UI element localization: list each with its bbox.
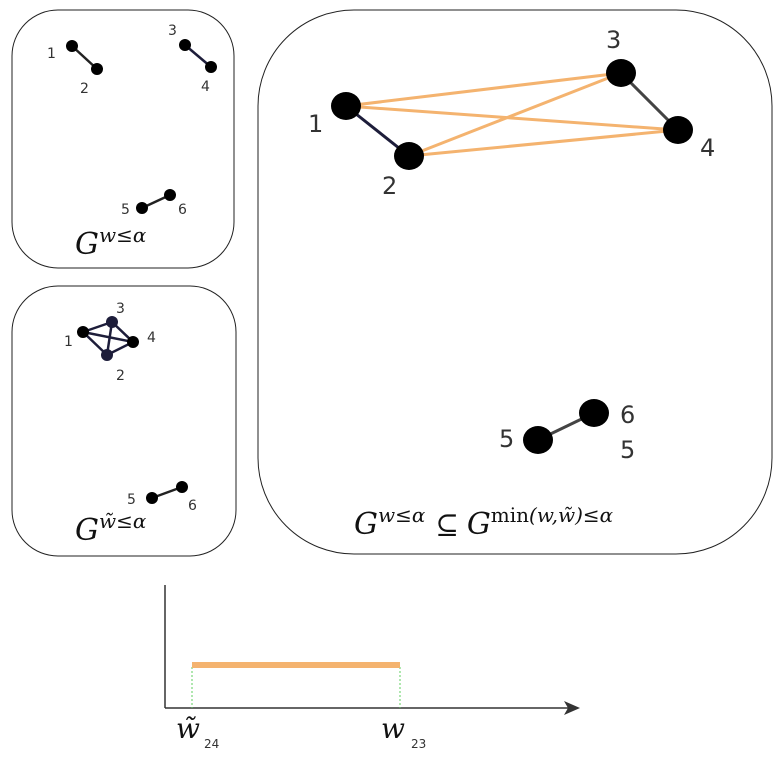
- node-3: [106, 316, 118, 328]
- x-axis-arrowhead: [564, 701, 580, 715]
- tick-left-main: w̃: [176, 712, 200, 745]
- subset-symbol: ⊆: [435, 508, 458, 541]
- weight-axis: w̃ 24 w 23: [164, 585, 580, 751]
- node-label-4: 4: [700, 134, 715, 162]
- node-label-6: 6: [188, 498, 197, 514]
- node-6: [579, 399, 609, 427]
- panel-bottom-left-formula: Gw̃≤α: [75, 509, 147, 548]
- tick-left-sub: 24: [204, 737, 219, 751]
- node-2: [101, 349, 113, 361]
- panel-right: 1 2 3 4 5 6 5 Gw≤α ⊆ Gmin(w,w̃)≤α: [257, 9, 773, 555]
- tick-right-sub: 23: [411, 737, 426, 751]
- formula-superscript: w̃≤α: [99, 509, 147, 533]
- formula-left-superscript: w≤α: [378, 503, 426, 527]
- tick-right-main: w: [381, 712, 405, 745]
- node-label-4: 4: [147, 330, 156, 346]
- node-label-6: 6: [178, 202, 187, 218]
- node-label-5: 5: [127, 492, 136, 508]
- formula-superscript: w≤α: [99, 223, 147, 247]
- tick-label-left: w̃ 24: [176, 712, 219, 751]
- node-label-1: 1: [47, 46, 56, 62]
- node-label-6b: 5: [620, 436, 635, 464]
- node-label-6: 6: [620, 401, 635, 429]
- formula-G: G: [75, 227, 99, 262]
- node-5: [146, 492, 158, 504]
- node-label-4: 4: [201, 79, 210, 95]
- node-label-5: 5: [499, 425, 514, 453]
- node-3: [179, 39, 191, 51]
- node-6: [164, 189, 176, 201]
- node-5: [523, 426, 553, 454]
- node-3: [606, 59, 636, 87]
- formula-G: G: [75, 513, 99, 548]
- panel-bottom-left: 1 2 3 4 5 6 Gw̃≤α: [11, 285, 237, 557]
- panel-top-left-formula: Gw≤α: [75, 223, 147, 262]
- node-label-3: 3: [606, 26, 621, 54]
- formula-right-min: min: [491, 503, 529, 527]
- panel-right-frame: [257, 9, 773, 555]
- formula-right-superscript: (w,w̃)≤α: [529, 503, 614, 527]
- formula-right-G: G: [467, 507, 491, 542]
- node-2: [394, 142, 424, 170]
- node-4: [663, 116, 693, 144]
- node-4: [127, 336, 139, 348]
- node-2: [91, 63, 103, 75]
- node-1: [331, 92, 361, 120]
- node-label-3: 3: [116, 301, 125, 317]
- panel-bottom-left-frame: [11, 285, 237, 557]
- node-1: [66, 40, 78, 52]
- node-label-2: 2: [382, 172, 397, 200]
- node-label-5: 5: [121, 202, 130, 218]
- node-label-2: 2: [80, 81, 89, 97]
- node-5: [136, 202, 148, 214]
- panel-top-left-frame: [11, 9, 235, 269]
- node-label-1: 1: [308, 110, 323, 138]
- node-4: [205, 61, 217, 73]
- panel-top-left: 1 2 3 4 5 6 Gw≤α: [11, 9, 235, 269]
- node-label-2: 2: [116, 368, 125, 384]
- panel-right-formula: Gw≤α ⊆ Gmin(w,w̃)≤α: [354, 503, 614, 542]
- node-1: [77, 326, 89, 338]
- formula-left-G: G: [354, 507, 378, 542]
- node-6: [176, 481, 188, 493]
- node-label-1: 1: [64, 334, 73, 350]
- tick-label-right: w 23: [381, 712, 426, 751]
- orange-edges: [345, 71, 679, 158]
- node-label-3: 3: [168, 23, 177, 39]
